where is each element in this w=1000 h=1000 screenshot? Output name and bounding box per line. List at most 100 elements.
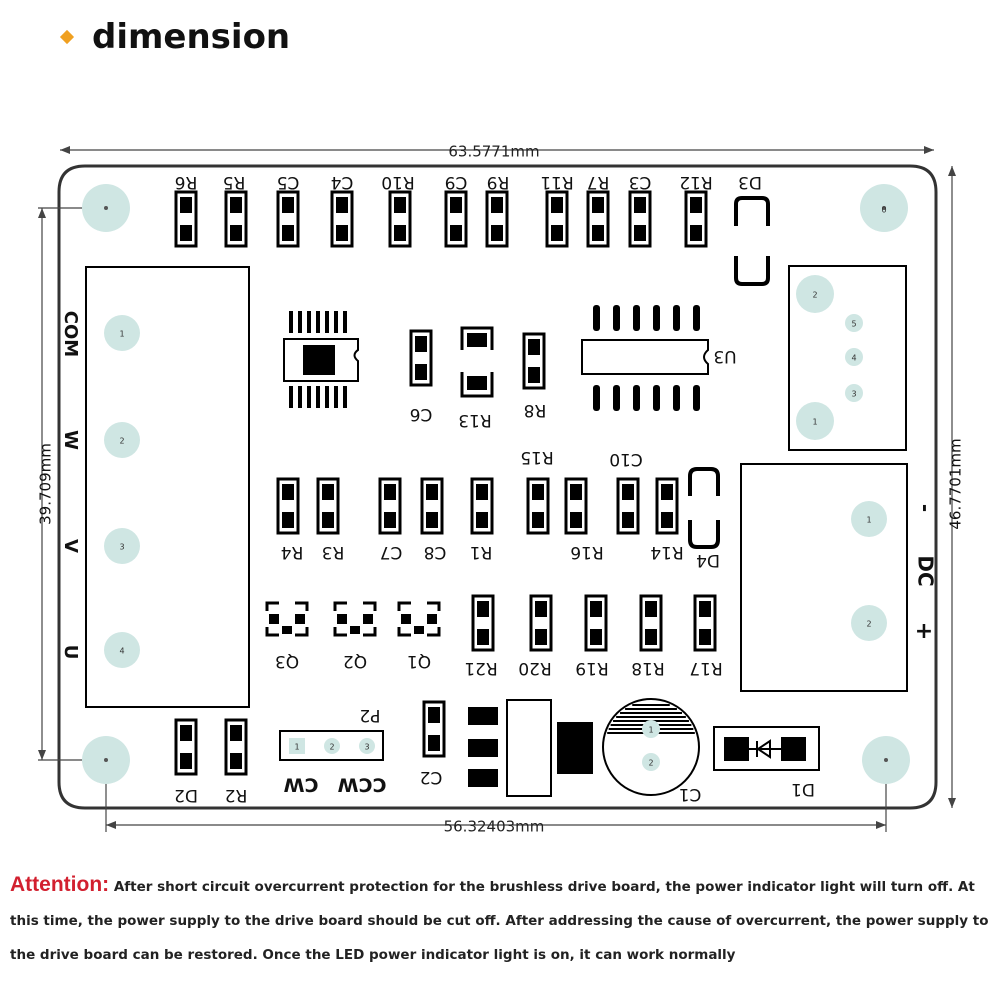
hall-pin-2: [796, 275, 834, 313]
p2-pin-number: 1: [294, 743, 299, 752]
transistor-q2-pad: [363, 614, 373, 624]
page-title: dimension: [92, 17, 291, 57]
component-c9-outline: [444, 190, 468, 248]
label-r13: R13: [458, 410, 491, 430]
label-c8: C8: [424, 542, 447, 562]
component-c2-outline: [422, 700, 446, 758]
dim-arrow-bottom-left: [106, 821, 116, 829]
ic-left-body: [283, 338, 359, 382]
label-d2: D2: [174, 785, 198, 805]
component-mid-1-outline: [316, 477, 340, 535]
ic-left-pin: [298, 386, 302, 408]
component-r5-pad-b: [230, 225, 242, 241]
p2-pin: [359, 738, 375, 754]
label-r3: R3: [322, 542, 345, 562]
transistor-q2-corner: [363, 601, 377, 611]
label-d3: D3: [738, 172, 762, 192]
label-r20: R20: [518, 658, 551, 678]
component-mid-4-pad-b: [476, 512, 488, 528]
label-r5: R5: [223, 172, 246, 192]
ic-left-pin: [343, 386, 347, 408]
component-c4-pad-b: [336, 225, 348, 241]
power-label: DC: [914, 555, 938, 586]
power-pin-1-number: 1: [866, 516, 871, 525]
ic-u3-pin: [653, 305, 660, 331]
label-r6: R6: [175, 172, 198, 192]
dim-arrow-left-bottom: [38, 750, 46, 760]
dim-arrow-left-top: [38, 208, 46, 218]
hall-pin-1-number: 1: [812, 418, 817, 427]
component-r6-outline: [174, 190, 198, 248]
p2-pin-number: 2: [329, 743, 334, 752]
p2-pin-number: 3: [364, 743, 369, 752]
transistor-q2-pad: [350, 626, 360, 634]
power-pin-1: [851, 501, 887, 537]
diode-d1-pad: [781, 737, 806, 761]
motor-label-w: W: [60, 430, 81, 450]
label-c6: C6: [410, 404, 433, 424]
diode-d1-symbol: [756, 739, 771, 759]
component-mid-5-pad-b: [532, 512, 544, 528]
label-r9: R9: [487, 172, 510, 192]
led-d3-bottom: [734, 256, 770, 286]
component-c2-pad-b: [428, 735, 440, 751]
component-mid-4-outline: [470, 477, 494, 535]
transistor-q3-corner: [265, 627, 279, 637]
label-c10: C10: [609, 449, 643, 469]
label-r19: R19: [575, 658, 608, 678]
hall-pin-4-number: 4: [851, 354, 856, 363]
transistor-q2-corner: [333, 627, 347, 637]
component-r17-pad-b: [699, 629, 711, 645]
ic-left-pin: [289, 311, 293, 333]
ic-u3-pin: [693, 385, 700, 411]
transistor-q1-pad: [414, 626, 424, 634]
ic-left-pin: [307, 311, 311, 333]
regulator-pin: [468, 769, 498, 787]
ic-u3-pin: [673, 385, 680, 411]
component-mid-7-pad-b: [622, 512, 634, 528]
label-r4: R4: [281, 542, 304, 562]
ic-u3-pin: [613, 305, 620, 331]
component-r18-pad-b: [645, 629, 657, 645]
component-r12-pad-b: [690, 225, 702, 241]
motor-label-v: V: [60, 539, 81, 553]
component-mid-2-outline: [378, 477, 402, 535]
ic-u3-pin: [653, 385, 660, 411]
component-r13-pad-a: [467, 333, 487, 347]
component-mid-6-outline: [564, 477, 588, 535]
motor-pin-1-number: 1: [119, 330, 124, 339]
label-r1: R1: [470, 542, 493, 562]
transistor-q1-corner: [427, 627, 441, 637]
label-q1: Q1: [407, 651, 431, 671]
dim-arrow-right-bottom: [948, 798, 956, 808]
ic-left-pad: [303, 345, 335, 375]
component-r2-outline: [224, 718, 248, 776]
component-r10-pad-a: [394, 197, 406, 213]
component-c6-pad-b: [415, 364, 427, 380]
transistor-q1-pad: [427, 614, 437, 624]
dim-bottom-width: 56.32403mm: [444, 818, 545, 836]
ic-u3-pin: [633, 305, 640, 331]
label-r11: R11: [540, 172, 573, 192]
component-r9-outline: [485, 190, 509, 248]
label-r12: R12: [679, 172, 712, 192]
motor-pin-4-number: 4: [119, 647, 124, 656]
component-mid-3-pad-b: [426, 512, 438, 528]
component-mid-0-pad-b: [282, 512, 294, 528]
component-r5-outline: [224, 190, 248, 248]
component-r7-pad-b: [592, 225, 604, 241]
ic-left-pin: [316, 311, 320, 333]
capacitor-c1-pin-1-number: 1: [648, 726, 653, 735]
component-r8-pad-b: [528, 367, 540, 383]
label-c7: C7: [380, 542, 403, 562]
label-r21: R21: [464, 658, 497, 678]
component-r2-pad-a: [230, 725, 242, 741]
transistor-q1-corner: [397, 627, 411, 637]
ic-left-pin: [316, 386, 320, 408]
board-outline: [57, 164, 938, 810]
component-r18-pad-a: [645, 601, 657, 617]
component-r13-pad-b: [467, 376, 487, 390]
label-cw: CW: [284, 774, 319, 796]
dim-arrow-top-right: [924, 146, 934, 154]
